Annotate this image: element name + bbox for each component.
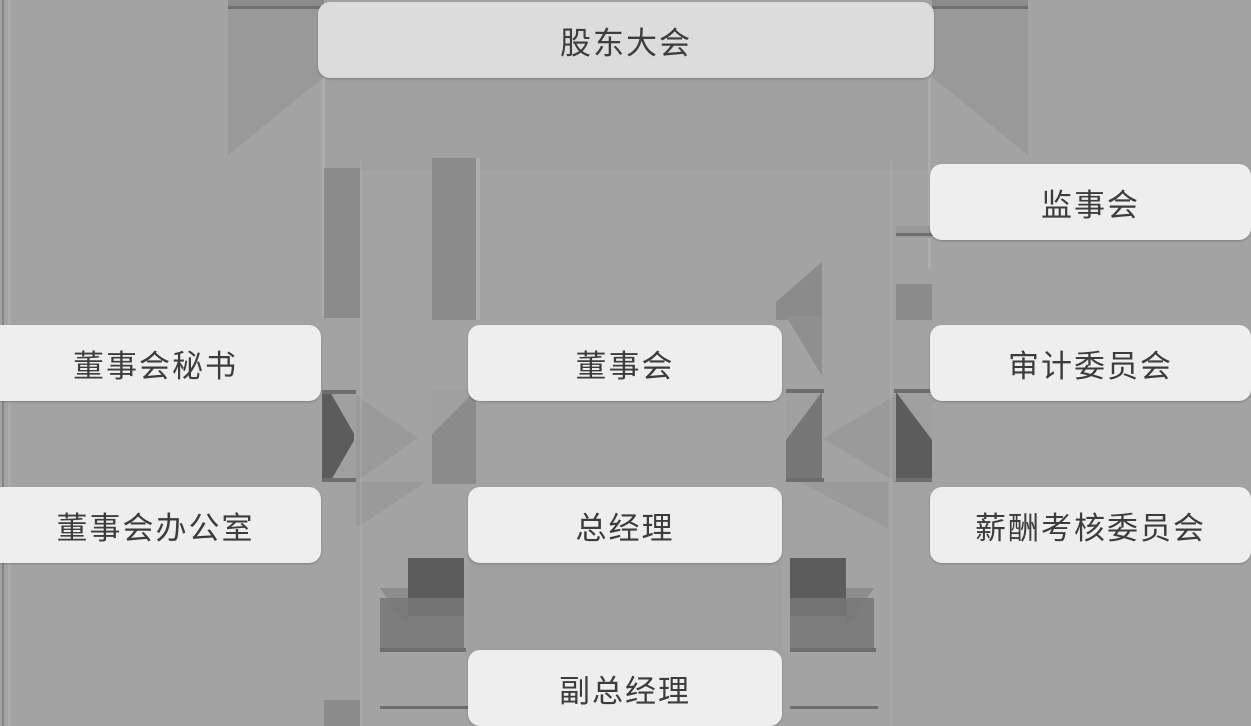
connector-left-arrow-notch-top [330,392,356,437]
connector-bottom-edge-rule-right [790,706,878,709]
connector-left-arrow-top-rule [322,390,356,394]
connector-left-arrow-bottom-rule [322,478,356,482]
connector-left-arrow-notch-bottom [330,437,356,482]
connector-top-left-stub [228,0,324,6]
connector-right-arrow-bottom-rule [786,478,824,482]
node-label-board-office: 董事会办公室 [56,510,255,546]
node-label-deputy-general-manager: 副总经理 [559,673,691,709]
connector-right-outer-top-rule [894,389,932,393]
node-deputy-general-manager[interactable]: 副总经理 [468,650,782,726]
connector-right-arrow-notch-top [786,392,822,440]
node-label-board-of-directors: 董事会 [575,348,675,384]
connector-root-right-wedge [932,77,1028,155]
connector-center-left-post-bevel-top [432,390,476,434]
node-compensation-committee[interactable]: 薪酬考核委员会 [930,487,1251,563]
node-label-compensation-committee: 薪酬考核委员会 [975,510,1206,546]
connector-center-right-rule [928,78,931,268]
connector-col-left-bar [324,168,360,318]
node-shareholders-meeting[interactable]: 股东大会 [318,2,934,78]
connector-supervisor-down-bar [896,284,932,320]
connector-top-right-rule [932,6,1028,9]
connector-top-left-rule [228,6,324,9]
connector-top-right-stub [932,0,1028,6]
connector-left-fan-upper [356,395,418,438]
node-label-shareholders-meeting: 股东大会 [560,25,692,61]
node-label-board-secretary: 董事会秘书 [73,348,238,384]
column-guide-left [360,160,362,726]
node-board-office[interactable]: 董事会办公室 [0,487,321,563]
node-label-board-of-supervisors: 监事会 [1041,187,1140,223]
connector-bottom-right-foot-rule [790,648,876,652]
connector-bottom-edge-rule-left [380,706,468,709]
connector-right-outer-notch-top [896,392,932,440]
connector-bottom-left-foot [380,598,464,650]
connector-left-fan-base [356,482,426,528]
connector-root-left-shaft [228,9,324,77]
connector-right-fan-upper [822,395,896,439]
node-audit-committee[interactable]: 审计委员会 [930,325,1251,401]
connector-bottom-edge-left [324,700,360,726]
column-guide-right [890,160,892,726]
connector-col-center-bar [432,158,476,320]
connector-root-center-plate [324,78,932,170]
connector-right-fan-base [800,482,888,528]
connector-right-fan-lower [822,438,896,482]
connector-right-outer-bottom-rule [894,478,932,482]
connector-gm-to-deputy-plate [468,556,782,654]
connector-col-right-bevel [776,262,822,302]
connector-supervisors-rule [896,233,934,236]
node-board-secretary[interactable]: 董事会秘书 [0,325,321,401]
node-general-manager[interactable]: 总经理 [468,487,782,563]
connector-right-upper-wedge [786,316,822,376]
connector-supervisors-stub [896,226,932,238]
connector-col-center-rule [476,158,480,320]
connector-left-fan-lower [356,438,418,482]
connector-bottom-left-foot-rule [380,648,466,652]
connector-root-left-wedge [228,77,324,155]
connector-bottom-right-foot [790,598,874,650]
node-board-of-directors[interactable]: 董事会 [468,325,782,401]
node-label-audit-committee: 审计委员会 [1008,348,1173,384]
connector-center-left-rule [322,78,325,316]
connector-right-arrow-top-rule [786,389,824,393]
node-board-of-supervisors[interactable]: 监事会 [930,164,1251,240]
node-label-general-manager: 总经理 [575,510,675,546]
connector-root-right-shaft [932,9,1028,77]
